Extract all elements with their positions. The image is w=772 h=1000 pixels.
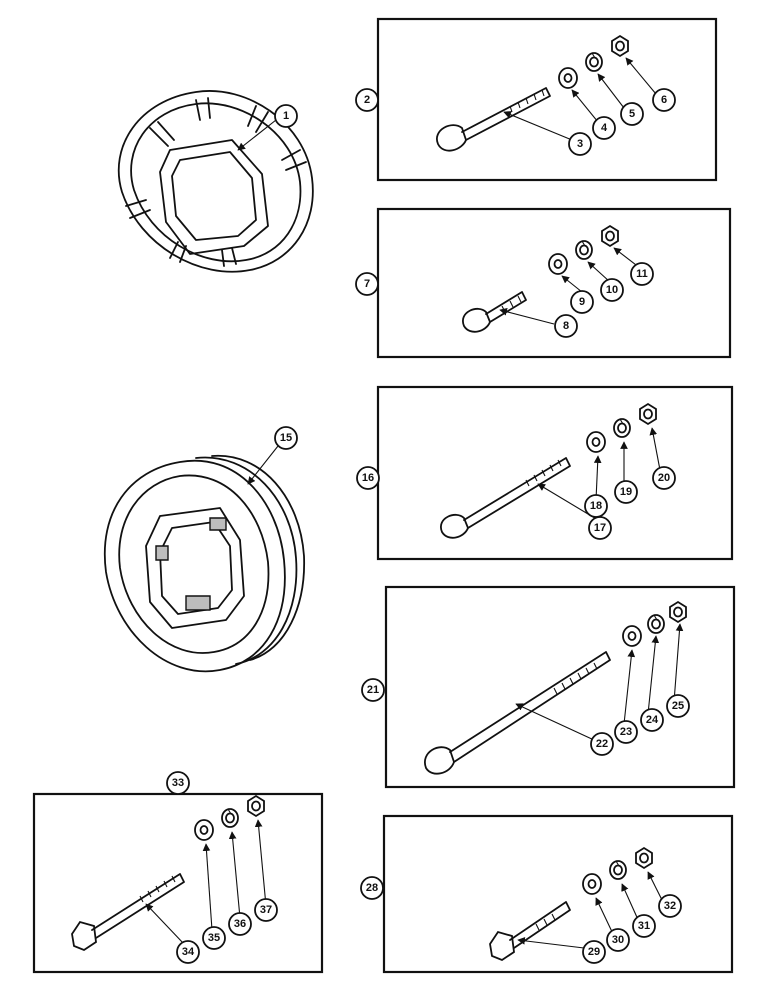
callout-15: 15 xyxy=(274,426,298,450)
callout-label: 18 xyxy=(590,500,602,512)
bolt-34-illustration xyxy=(71,873,185,952)
callout-label: 2 xyxy=(364,94,370,106)
callout-33: 33 xyxy=(166,771,190,795)
callout-18: 18 xyxy=(584,494,608,518)
callout-7: 7 xyxy=(355,272,379,296)
callout-label: 11 xyxy=(636,268,648,280)
callout-label: 29 xyxy=(588,946,600,958)
callout-36: 36 xyxy=(228,912,252,936)
nut-32-illustration xyxy=(635,847,653,869)
callout-23: 23 xyxy=(614,720,638,744)
callout-label: 23 xyxy=(620,726,632,738)
bolt-3-illustration xyxy=(436,87,551,152)
callout-label: 17 xyxy=(594,522,606,534)
callout-21: 21 xyxy=(361,678,385,702)
nut-25-illustration xyxy=(669,601,687,623)
washer-9-illustration xyxy=(548,253,568,275)
callout-32: 32 xyxy=(658,894,682,918)
callout-label: 35 xyxy=(208,932,220,944)
callout-label: 37 xyxy=(260,904,272,916)
callout-label: 5 xyxy=(629,108,635,120)
bolt-17-illustration xyxy=(440,457,571,539)
lockwasher-5-illustration xyxy=(585,52,603,72)
washer-18-illustration xyxy=(586,431,606,453)
callout-label: 7 xyxy=(364,278,370,290)
washer-4-illustration xyxy=(558,67,578,89)
callout-5: 5 xyxy=(620,102,644,126)
callout-label: 4 xyxy=(601,122,608,134)
bolt-kit-box-7 xyxy=(376,207,732,359)
callout-label: 8 xyxy=(563,320,569,332)
callout-label: 32 xyxy=(664,900,676,912)
callout-label: 28 xyxy=(366,882,378,894)
nut-20-illustration xyxy=(639,403,657,425)
bolt-kit-box-16 xyxy=(376,385,734,561)
callout-25: 25 xyxy=(666,694,690,718)
callout-9: 9 xyxy=(570,290,594,314)
callout-28: 28 xyxy=(360,876,384,900)
callout-label: 25 xyxy=(672,700,684,712)
callout-label: 34 xyxy=(182,946,195,958)
callout-1: 1 xyxy=(274,104,298,128)
callout-label: 30 xyxy=(612,934,624,946)
callout-2: 2 xyxy=(355,88,379,112)
lockwasher-31-illustration xyxy=(609,860,627,880)
callout-34: 34 xyxy=(176,940,200,964)
leader-lines xyxy=(145,57,684,949)
weight-plate-illustration xyxy=(117,90,314,273)
washer-23-illustration xyxy=(622,625,642,647)
nut-6-illustration xyxy=(611,35,629,57)
callout-37: 37 xyxy=(254,898,278,922)
callout-label: 9 xyxy=(579,296,585,308)
bolt-29-illustration xyxy=(489,901,571,962)
lockwasher-24-illustration xyxy=(647,614,665,634)
lockwasher-19-illustration xyxy=(613,418,631,438)
callout-8: 8 xyxy=(554,314,578,338)
callout-label: 10 xyxy=(606,284,618,296)
callout-label: 21 xyxy=(367,684,379,696)
bolt-8-illustration xyxy=(462,291,527,333)
callout-10: 10 xyxy=(600,278,624,302)
callout-label: 16 xyxy=(362,472,374,484)
callout-label: 3 xyxy=(577,138,583,150)
callout-label: 36 xyxy=(234,918,246,930)
washer-35-illustration xyxy=(194,819,214,841)
callout-label: 24 xyxy=(646,714,659,726)
callout-label: 33 xyxy=(172,777,184,789)
callout-30: 30 xyxy=(606,928,630,952)
nut-11-illustration xyxy=(601,225,619,247)
callout-label: 31 xyxy=(638,920,650,932)
callout-19: 19 xyxy=(614,480,638,504)
cast-weight-illustration xyxy=(103,455,305,673)
nut-37-illustration xyxy=(247,795,265,817)
callout-29: 29 xyxy=(582,940,606,964)
callout-label: 6 xyxy=(661,94,667,106)
callout-31: 31 xyxy=(632,914,656,938)
lockwasher-36-illustration xyxy=(221,808,239,828)
callout-20: 20 xyxy=(652,466,676,490)
callout-22: 22 xyxy=(590,732,614,756)
bolt-kit-box-28 xyxy=(382,814,734,974)
callout-4: 4 xyxy=(592,116,616,140)
callout-16: 16 xyxy=(356,466,380,490)
callout-24: 24 xyxy=(640,708,664,732)
bolt-kit-box-21 xyxy=(384,585,736,789)
callout-label: 20 xyxy=(658,472,670,484)
lockwasher-10-illustration xyxy=(575,240,593,260)
callout-label: 22 xyxy=(596,738,608,750)
callout-label: 15 xyxy=(280,432,292,444)
callout-label: 1 xyxy=(283,110,289,122)
callout-label: 19 xyxy=(620,486,632,498)
callout-17: 17 xyxy=(588,516,612,540)
bolt-22-illustration xyxy=(424,651,611,775)
callout-6: 6 xyxy=(652,88,676,112)
callout-11: 11 xyxy=(630,262,654,286)
callout-35: 35 xyxy=(202,926,226,950)
callout-3: 3 xyxy=(568,132,592,156)
washer-30-illustration xyxy=(582,873,602,895)
